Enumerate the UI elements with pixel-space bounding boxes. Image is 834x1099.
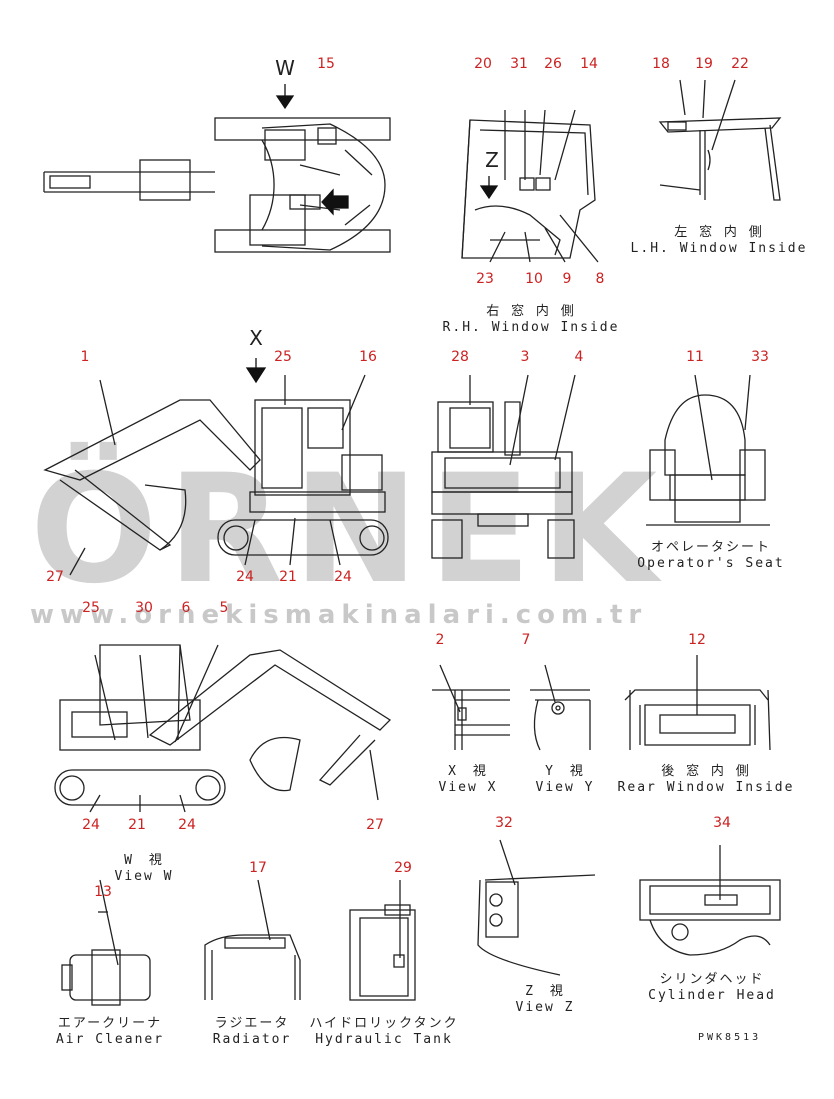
part-number: 23 bbox=[476, 271, 494, 287]
caption-lh-window: 左 窓 内 側 L.H. Window Inside bbox=[631, 225, 808, 257]
part-number: 12 bbox=[688, 632, 706, 648]
view-letter-x: X bbox=[249, 326, 263, 350]
part-number: 27 bbox=[366, 817, 384, 833]
caption-jp: Z 視 bbox=[525, 984, 565, 999]
caption-en: Cylinder Head bbox=[648, 988, 776, 1003]
part-number: 24 bbox=[236, 569, 254, 585]
caption-jp: エアークリーナ bbox=[57, 1016, 163, 1031]
caption-rear-window: 後 窓 内 側 Rear Window Inside bbox=[618, 764, 795, 796]
part-number: 8 bbox=[595, 271, 605, 287]
caption-jp: X 視 bbox=[448, 764, 488, 779]
view-letter-w: W bbox=[275, 56, 295, 80]
drawing-code: PWK8513 bbox=[698, 1032, 762, 1043]
caption-jp: 右 窓 内 側 bbox=[486, 304, 576, 319]
caption-view-w: W 視 View W bbox=[115, 853, 174, 885]
view-x-drawing bbox=[432, 664, 510, 750]
part-number: 21 bbox=[128, 817, 146, 833]
caption-view-y: Y 視 View Y bbox=[536, 764, 595, 796]
watermark-brand: ÖRNEK bbox=[30, 443, 668, 617]
part-number: 6 bbox=[181, 600, 191, 616]
caption-hydraulic-tank: ハイドロリックタンク Hydraulic Tank bbox=[309, 1016, 458, 1048]
side-view-left bbox=[43, 374, 389, 576]
side-view-w bbox=[54, 644, 392, 813]
part-number: 20 bbox=[474, 56, 492, 72]
caption-radiator: ラジエータ Radiator bbox=[213, 1016, 292, 1048]
caption-jp: 左 窓 内 側 bbox=[674, 225, 764, 240]
top-view-excavator bbox=[43, 117, 391, 253]
view-letter-z: Z bbox=[485, 148, 499, 172]
caption-view-x: X 視 View X bbox=[439, 764, 498, 796]
part-number: 26 bbox=[544, 56, 562, 72]
part-number: 24 bbox=[82, 817, 100, 833]
part-number: 11 bbox=[686, 349, 704, 365]
caption-en: View W bbox=[114, 869, 174, 884]
part-number: 31 bbox=[510, 56, 528, 72]
part-number: 17 bbox=[249, 860, 267, 876]
caption-en: L.H. Window Inside bbox=[630, 241, 808, 256]
part-number: 22 bbox=[731, 56, 749, 72]
rear-window-drawing bbox=[624, 655, 771, 751]
part-number: 13 bbox=[94, 884, 112, 900]
part-number: 10 bbox=[525, 271, 543, 287]
part-number: 30 bbox=[135, 600, 153, 616]
caption-en: View X bbox=[438, 780, 498, 795]
cylinder-head-drawing bbox=[639, 845, 781, 956]
caption-jp: ラジエータ bbox=[214, 1016, 290, 1031]
part-number: 19 bbox=[695, 56, 713, 72]
caption-en: View Y bbox=[535, 780, 595, 795]
view-y-drawing bbox=[530, 664, 591, 751]
caption-cylinder-head: シリンダヘッド Cylinder Head bbox=[648, 972, 776, 1004]
part-number: 34 bbox=[713, 815, 731, 831]
part-number: 24 bbox=[178, 817, 196, 833]
part-number: 16 bbox=[359, 349, 377, 365]
part-number: 28 bbox=[451, 349, 469, 365]
caption-rh-window: 右 窓 内 側 R.H. Window Inside bbox=[443, 304, 620, 336]
radiator-drawing bbox=[204, 879, 301, 1000]
part-number: 25 bbox=[274, 349, 292, 365]
part-number: 1 bbox=[80, 349, 90, 365]
rh-window-drawing bbox=[461, 109, 599, 263]
part-number: 29 bbox=[394, 860, 412, 876]
caption-en: Air Cleaner bbox=[55, 1032, 165, 1047]
hydraulic-tank-drawing bbox=[349, 880, 416, 1001]
rear-view bbox=[431, 374, 576, 559]
caption-jp: オペレータシート bbox=[650, 540, 771, 555]
part-number: 33 bbox=[751, 349, 769, 365]
caption-jp: シリンダヘッド bbox=[659, 972, 765, 987]
part-number: 4 bbox=[574, 349, 584, 365]
watermark-url: www.ornekismakinalari.com.tr bbox=[30, 600, 648, 630]
air-cleaner-drawing bbox=[61, 879, 151, 1006]
part-number: 9 bbox=[562, 271, 572, 287]
caption-air-cleaner: エアークリーナ Air Cleaner bbox=[56, 1016, 164, 1048]
part-number: 5 bbox=[219, 600, 229, 616]
caption-en: Rear Window Inside bbox=[617, 780, 795, 795]
part-number: 7 bbox=[521, 632, 531, 648]
lh-window-drawing bbox=[658, 79, 782, 201]
caption-en: Operator's Seat bbox=[637, 556, 785, 571]
caption-en: Hydraulic Tank bbox=[315, 1032, 453, 1047]
caption-jp: Y 視 bbox=[545, 764, 585, 779]
caption-en: R.H. Window Inside bbox=[442, 320, 620, 335]
part-number: 14 bbox=[580, 56, 598, 72]
part-number: 27 bbox=[46, 569, 64, 585]
caption-jp: 後 窓 内 側 bbox=[661, 764, 751, 779]
part-number: 3 bbox=[520, 349, 530, 365]
caption-view-z: Z 視 View Z bbox=[516, 984, 575, 1016]
part-number: 15 bbox=[317, 56, 335, 72]
caption-jp: W 視 bbox=[124, 853, 164, 868]
caption-en: View Z bbox=[515, 1000, 575, 1015]
part-number: 21 bbox=[279, 569, 297, 585]
part-number: 2 bbox=[435, 632, 445, 648]
caption-jp: ハイドロリックタンク bbox=[309, 1016, 459, 1031]
operator-seat bbox=[646, 374, 770, 526]
part-number: 25 bbox=[82, 600, 100, 616]
caption-en: Radiator bbox=[212, 1032, 292, 1047]
view-z-drawing bbox=[477, 839, 596, 976]
part-number: 24 bbox=[334, 569, 352, 585]
part-number: 32 bbox=[495, 815, 513, 831]
part-number: 18 bbox=[652, 56, 670, 72]
caption-operator-seat: オペレータシート Operator's Seat bbox=[637, 540, 784, 572]
